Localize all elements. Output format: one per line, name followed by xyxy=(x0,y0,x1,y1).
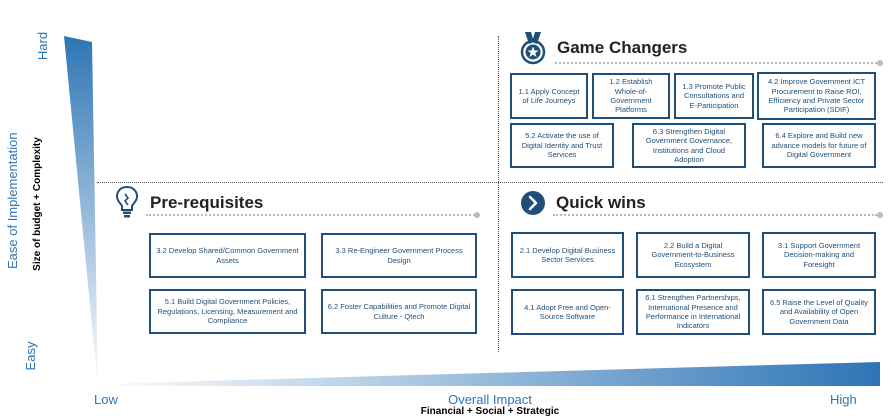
y-axis-subtitle: Size of budget + Complexity xyxy=(32,137,43,271)
x-axis-subtitle: Financial + Social + Strategic xyxy=(420,406,560,417)
quick-wins-underline xyxy=(553,214,877,216)
initiative-box: 5.2 Activate the use of Digital Identity… xyxy=(510,123,614,168)
initiative-box: 3.1 Support Government Decision-making a… xyxy=(762,232,876,278)
initiative-box: 1.3 Promote Public Consultations and E-P… xyxy=(674,73,754,119)
medal-icon xyxy=(520,32,546,65)
x-axis-low-label: Low xyxy=(94,392,118,407)
initiative-box: 3.3 Re-Engineer Government Process Desig… xyxy=(321,233,477,278)
prerequisites-underline-dot xyxy=(474,212,480,218)
initiative-box: 6.4 Explore and Build new advance models… xyxy=(762,123,876,168)
quick-wins-underline-dot xyxy=(877,212,883,218)
chevron-right-icon xyxy=(521,191,545,215)
prerequisites-title: Pre-requisites xyxy=(150,193,264,212)
initiative-box: 5.1 Build Digital Government Policies, R… xyxy=(149,289,306,334)
initiative-box: 2.2 Build a Digital Government-to-Busine… xyxy=(636,232,750,278)
prerequisites-underline xyxy=(146,214,478,216)
horizontal-divider xyxy=(97,182,883,183)
x-axis-wedge xyxy=(96,362,880,386)
quick-wins-title: Quick wins xyxy=(556,193,646,212)
initiative-box: 6.3 Strengthen Digital Government Govern… xyxy=(632,123,746,168)
game-changers-title: Game Changers xyxy=(557,38,688,57)
x-axis-title: Overall Impact xyxy=(448,392,532,407)
initiative-box: 1.1 Apply Concept of Life Journeys xyxy=(510,73,588,119)
initiative-box: 1.2 Establish Whole-of-Government Platfo… xyxy=(592,73,670,119)
initiative-box: 6.2 Foster Capabilities and Promote Digi… xyxy=(321,289,477,334)
initiative-box: 6.5 Raise the Level of Quality and Avail… xyxy=(762,289,876,335)
initiative-box: 4.2 Improve Government ICT Procurement t… xyxy=(757,72,876,120)
y-axis-title: Ease of Implementation xyxy=(5,132,20,269)
x-axis-high-label: High xyxy=(830,392,857,407)
y-axis-top-label: Hard xyxy=(35,31,50,61)
initiative-box: 6.1 Strengthen Partnerships, Internation… xyxy=(636,289,750,335)
initiative-box: 2.1 Develop Digital Business Sector Serv… xyxy=(511,232,624,278)
vertical-divider xyxy=(498,36,499,352)
game-changers-underline-dot xyxy=(877,60,883,66)
y-axis-wedge xyxy=(64,36,98,388)
game-changers-underline xyxy=(555,62,877,64)
lightbulb-icon xyxy=(115,185,139,218)
initiative-box: 4.1 Adopt Free and Open-Source Software xyxy=(511,289,624,335)
y-axis-bottom-label: Easy xyxy=(23,341,38,371)
initiative-box: 3.2 Develop Shared/Common Government Ass… xyxy=(149,233,306,278)
